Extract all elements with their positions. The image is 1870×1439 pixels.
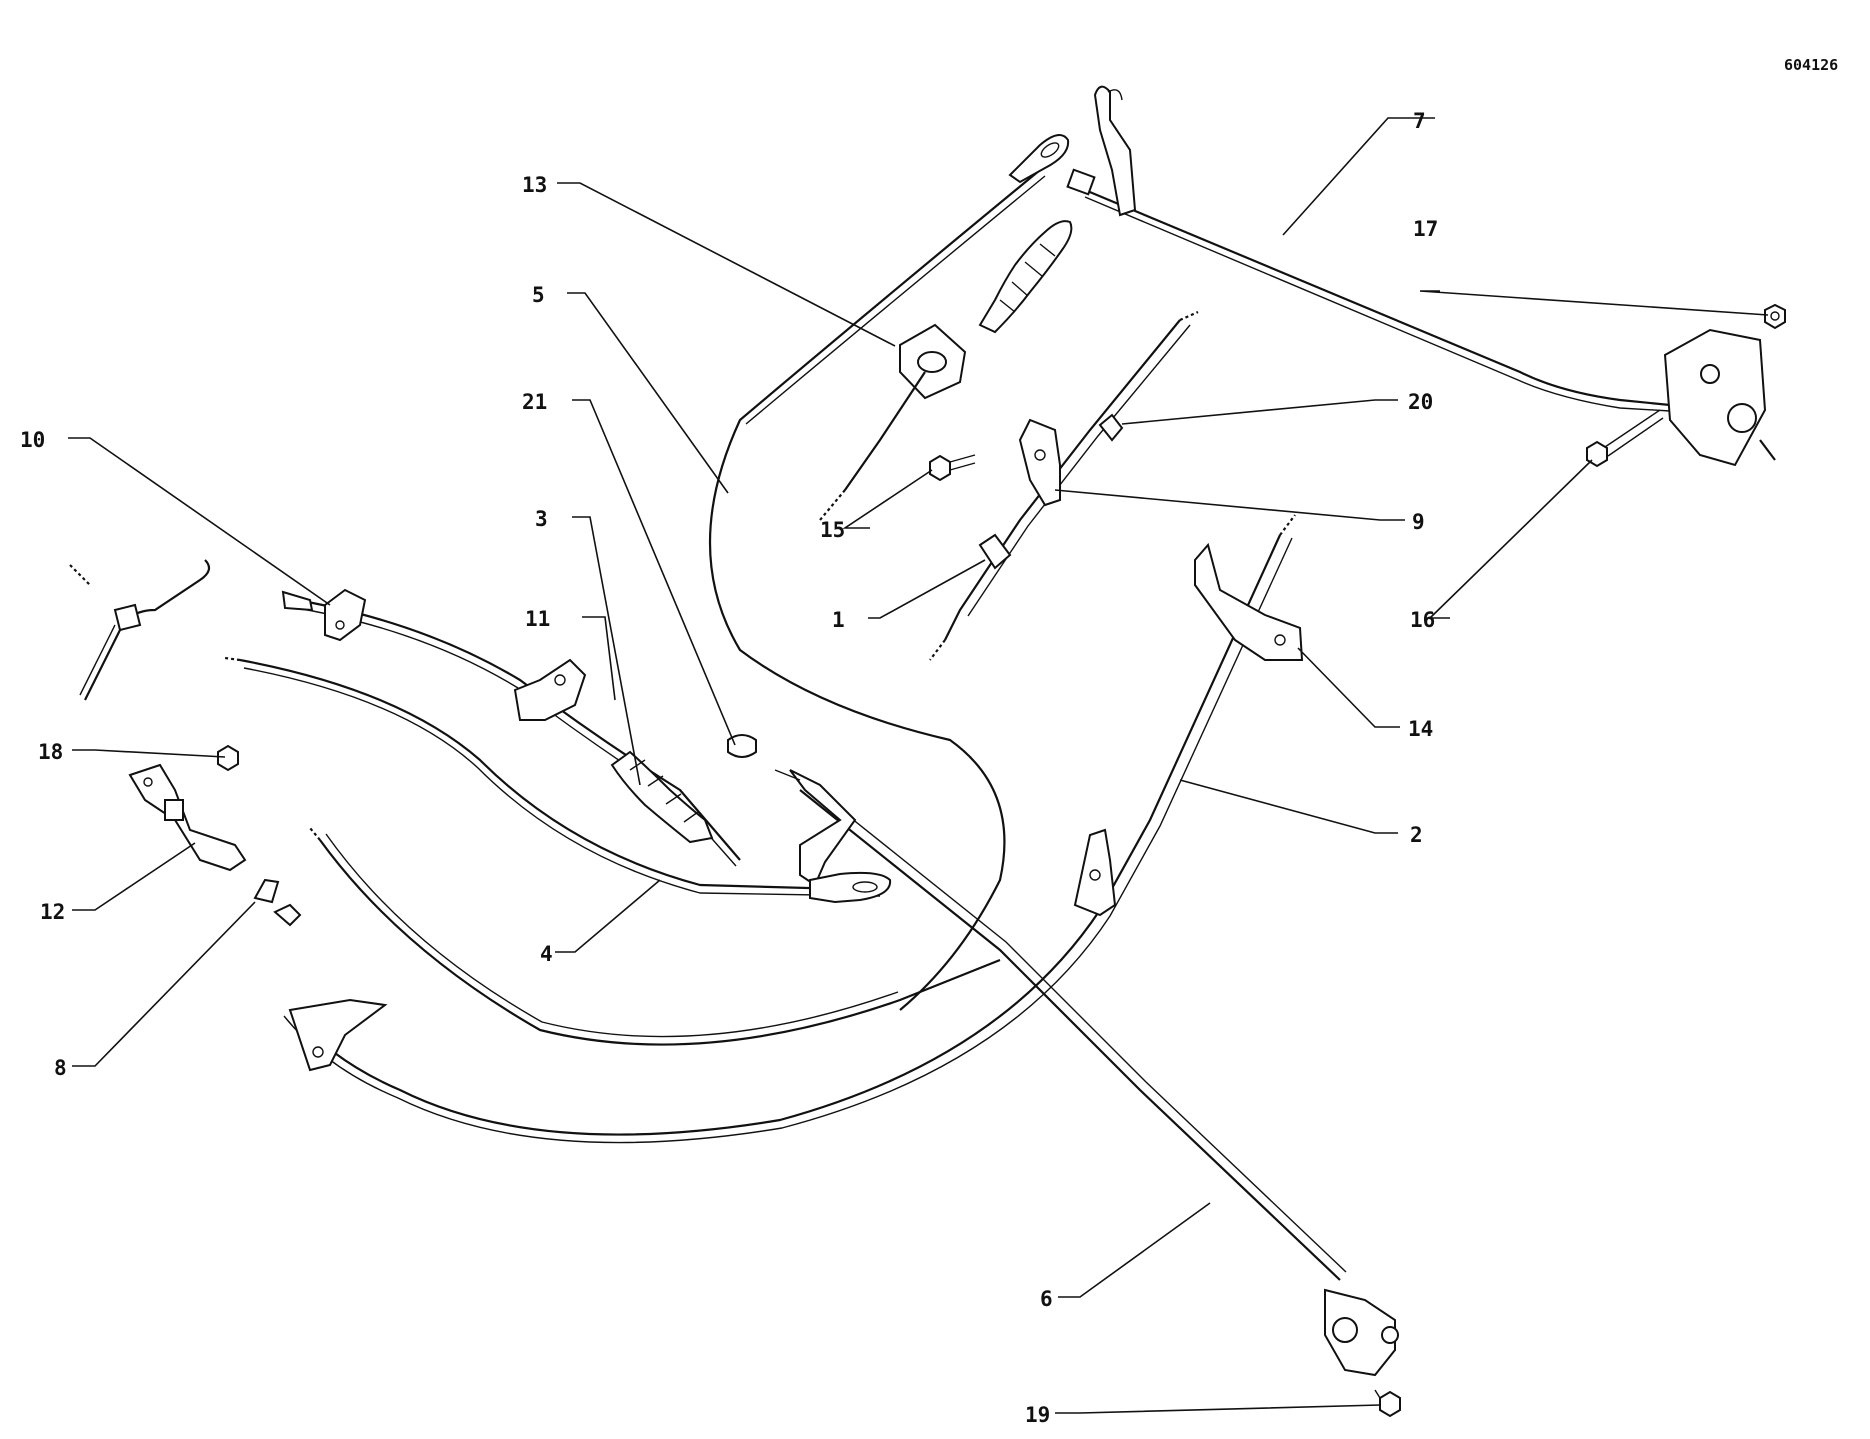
callout-21: 21 [522, 390, 547, 414]
part-18-nut [217, 744, 239, 772]
callout-3: 3 [535, 507, 548, 531]
part-10-end [281, 590, 314, 612]
callout-13: 13 [522, 173, 547, 197]
callout-6: 6 [1040, 1287, 1053, 1311]
leader-lines [68, 117, 1769, 1414]
part-8-bracket [288, 998, 388, 1072]
callout-15: 15 [820, 518, 845, 542]
part-1-mid-cable [929, 310, 1199, 661]
part-1-sleeve [978, 533, 1012, 570]
part-15-screw [929, 454, 976, 482]
callout-7: 7 [1413, 109, 1426, 133]
part-4-lower-cable [309, 827, 1001, 1046]
part-20-clip [1098, 413, 1124, 442]
callout-17: 17 [1413, 217, 1438, 241]
part-21-nut [727, 734, 757, 758]
part-6-rod [799, 781, 1347, 1281]
callout-11: 11 [525, 607, 550, 631]
part-6-bracket [774, 769, 857, 887]
callout-2: 2 [1410, 823, 1423, 847]
part-13-cable-boot [978, 220, 1073, 334]
drawing-reference-number: 604126 [1784, 56, 1838, 74]
callout-14: 14 [1408, 717, 1433, 741]
part-14-bracket [1194, 542, 1304, 661]
callout-labels: 7 13 5 21 3 11 10 17 20 9 15 1 16 14 2 1… [20, 109, 1438, 1427]
part-12-bracket [128, 763, 247, 872]
part-16-clamp-block [1663, 328, 1776, 467]
callout-1: 1 [832, 608, 845, 632]
callout-4: 4 [540, 942, 553, 966]
part-2-cable [283, 514, 1296, 1144]
part-16-bolt [1586, 409, 1664, 468]
part-19-bolt [1374, 1389, 1401, 1418]
part-17-nut [1764, 303, 1786, 330]
callout-9: 9 [1412, 510, 1425, 534]
callout-18: 18 [38, 740, 63, 764]
callout-19: 19 [1025, 1403, 1050, 1427]
part-5-upper-cable [708, 169, 1046, 1011]
part-4-cable [224, 656, 881, 897]
callout-8: 8 [54, 1056, 67, 1080]
part-10-bracket [324, 588, 367, 642]
part-5-eye-end [1008, 134, 1070, 184]
part-7-hook-bracket [1093, 85, 1137, 217]
part-3-cable-boot [610, 750, 714, 844]
part-7-rod [1066, 168, 1671, 412]
part-2-bracket [1073, 828, 1117, 917]
part-9-clip [1018, 418, 1061, 507]
part-19-clamp [1324, 1288, 1399, 1377]
callout-16: 16 [1410, 608, 1435, 632]
part-4-eye-end [809, 871, 892, 904]
callout-20: 20 [1408, 390, 1433, 414]
part-13-flange [819, 323, 967, 521]
part-11-clip [513, 658, 587, 721]
left-hook-wire [69, 559, 211, 701]
part-8-sleeve-end [273, 903, 302, 927]
callout-5: 5 [532, 283, 545, 307]
callout-12: 12 [40, 900, 65, 924]
callout-10: 10 [20, 428, 45, 452]
part-8-cable-end [253, 878, 280, 904]
